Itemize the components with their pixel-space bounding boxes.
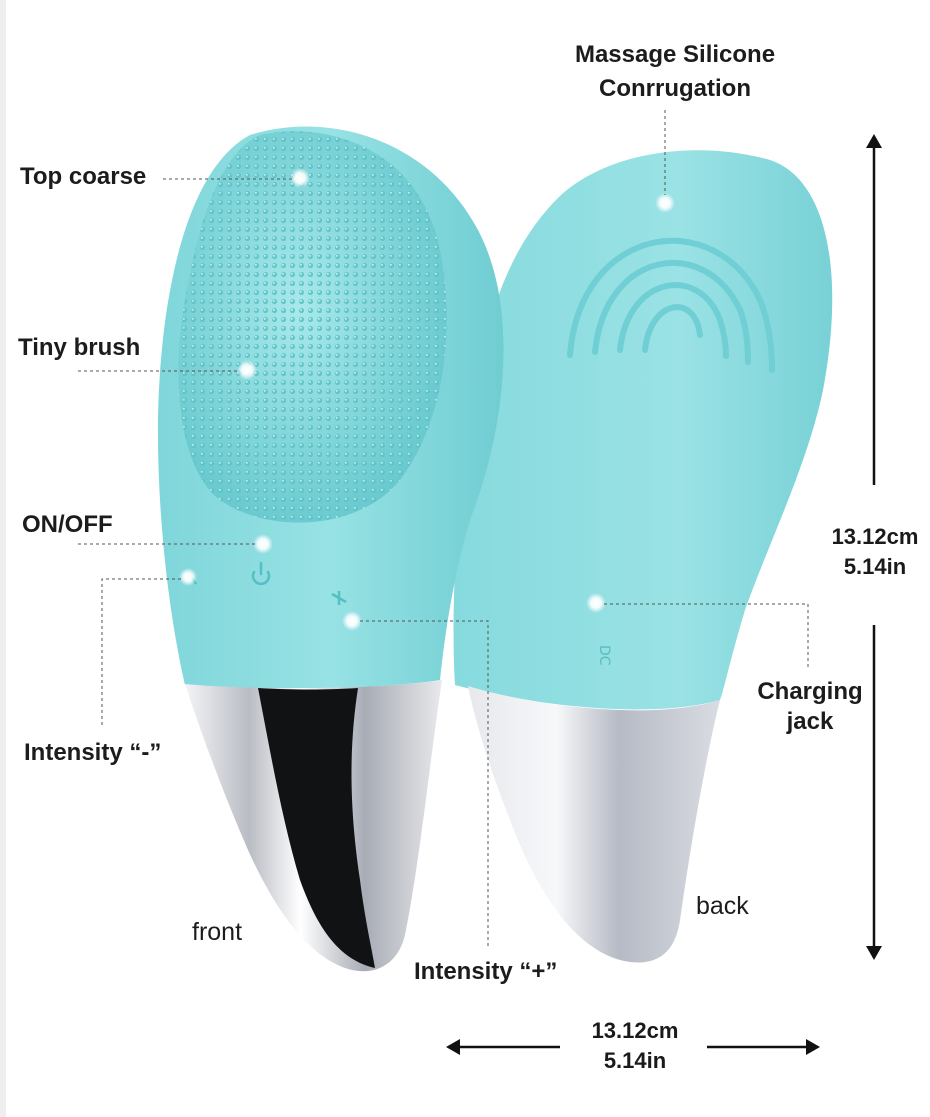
width-cm: 13.12cm [591, 1018, 679, 1043]
massage-label-line1: Massage Silicone [574, 41, 776, 68]
back-chrome-tip [468, 686, 720, 963]
dc-port-mark: DC [596, 645, 612, 666]
massage-corrugation [567, 237, 775, 373]
charging-label-line2: jack [786, 708, 834, 735]
plus-icon [331, 591, 347, 605]
width-dimension-text: 13.12cm 5.14in [565, 1016, 705, 1076]
height-cm: 13.12cm [831, 524, 919, 549]
left-edge-strip [0, 0, 6, 1117]
intensity-plus-label: Intensity “+” [414, 958, 558, 985]
back-device: DC [453, 150, 833, 963]
width-dimension-arrow [446, 1039, 820, 1055]
charging-jack-label: Charging jack [740, 675, 880, 739]
height-dimension-arrow [866, 134, 882, 960]
intensity-minus-label: Intensity “-” [24, 739, 162, 766]
massage-label-line2: Conrrugation [599, 75, 751, 102]
massage-silicone-label: Massage Silicone Conrrugation [540, 38, 810, 106]
back-device-body [453, 150, 833, 710]
front-black-stripe [258, 688, 375, 968]
back-label: back [696, 892, 749, 920]
front-label: front [192, 918, 243, 946]
width-in: 5.14in [603, 1048, 667, 1073]
height-in: 5.14in [843, 554, 907, 579]
height-dimension-text: 13.12cm 5.14in [810, 522, 930, 582]
on-off-label: ON/OFF [22, 511, 113, 538]
front-device [157, 126, 504, 972]
leader-lines [78, 110, 809, 948]
top-coarse-label: Top coarse [20, 163, 147, 190]
charging-label-line1: Charging [757, 678, 863, 705]
power-icon [251, 561, 271, 586]
tiny-brush-label: Tiny brush [18, 334, 141, 361]
front-bristles [178, 131, 447, 523]
callout-dots [179, 168, 675, 631]
